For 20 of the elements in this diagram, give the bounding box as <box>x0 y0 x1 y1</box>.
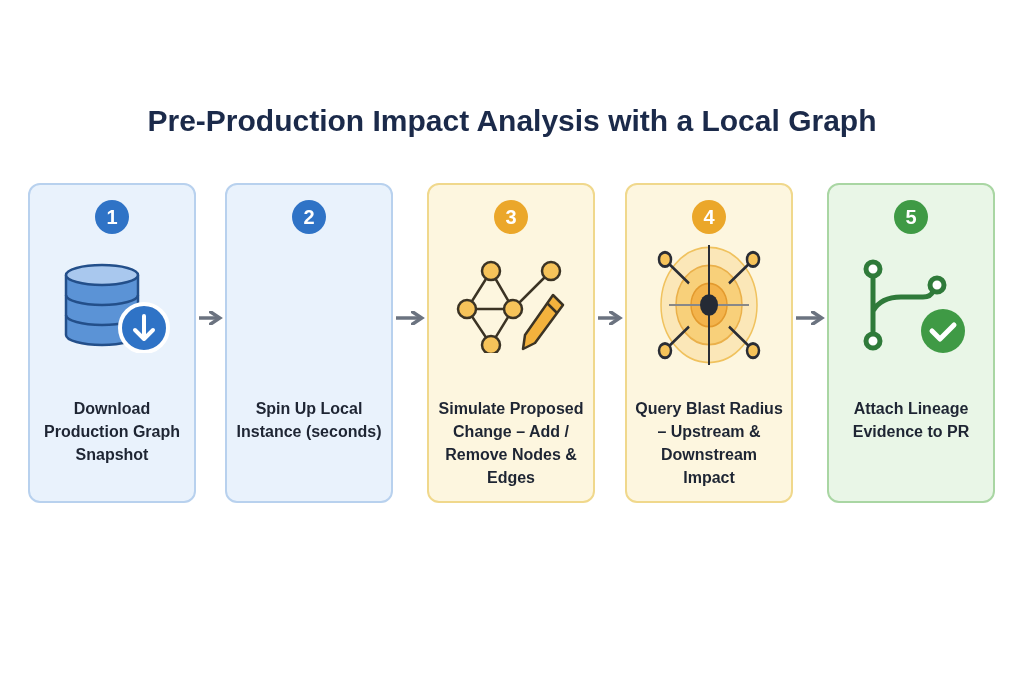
title: Pre-Production Impact Analysis with a Local Graph <box>147 104 877 138</box>
step-card <box>427 183 595 503</box>
step-label: Query Blast Radius – Upstream & Downstream Impact <box>635 399 783 488</box>
arrow <box>796 309 824 327</box>
arrow <box>598 309 622 327</box>
arrow <box>199 309 222 327</box>
step-label: Download Production Graph Snapshot <box>43 399 181 465</box>
step-label: Attach Lineage Evidence to PR <box>851 399 971 442</box>
step-number: 1 <box>95 200 129 234</box>
step-number: 2 <box>292 200 326 234</box>
step-number: 3 <box>494 200 528 234</box>
step-card <box>28 183 196 503</box>
step-label: Spin Up Local Instance (seconds) <box>235 399 383 442</box>
step-card <box>625 183 793 503</box>
step-card <box>827 183 995 503</box>
step-number: 4 <box>692 200 726 234</box>
step-number: 5 <box>894 200 928 234</box>
step-label: Simulate Proposed Change – Add / Remove Nodes & Edges <box>437 399 585 488</box>
step-card <box>225 183 393 503</box>
arrow <box>396 309 424 327</box>
